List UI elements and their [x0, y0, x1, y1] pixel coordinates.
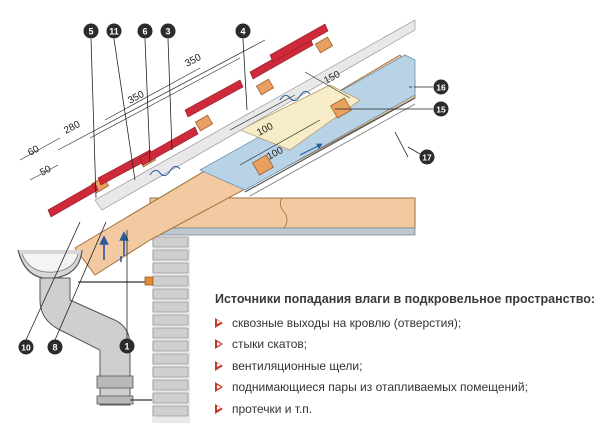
callout-5: 5 — [83, 23, 99, 39]
svg-text:10: 10 — [21, 343, 31, 353]
legend-item-text: вентиляционные щели; — [232, 358, 363, 373]
callout-1: 1 — [119, 338, 135, 354]
triangle-bullet-icon — [215, 403, 223, 414]
leader-lines — [25, 38, 412, 341]
svg-text:8: 8 — [52, 343, 57, 353]
airflow-arrows — [99, 231, 129, 262]
callout-3: 3 — [160, 23, 176, 39]
insulation-layers — [199, 54, 416, 197]
svg-text:4: 4 — [240, 27, 245, 37]
legend-item-text: сквозные выходы на кровлю (отверстия); — [232, 315, 462, 330]
callout-4: 4 — [235, 23, 251, 39]
callout-16: 16 — [414, 79, 449, 95]
legend-title: Источники попадания влаги в подкровельно… — [215, 292, 596, 306]
callouts: 5 11 6 3 4 16 15 17 — [18, 23, 449, 355]
triangle-bullet-icon — [215, 339, 223, 350]
triangle-bullet-icon — [215, 382, 223, 393]
callout-17: 17 — [407, 146, 435, 165]
ventilation-gap — [94, 19, 416, 211]
dim-350-top: 350 — [183, 52, 203, 70]
svg-text:5: 5 — [88, 27, 93, 37]
legend-item: сквозные выходы на кровлю (отверстия); — [215, 312, 595, 334]
legend-item: стыки скатов; — [215, 334, 595, 356]
svg-text:17: 17 — [422, 153, 432, 163]
brick-wall — [152, 236, 190, 423]
callout-8: 8 — [47, 339, 63, 355]
dimension-lines — [19, 39, 351, 181]
dim-280: 280 — [62, 119, 82, 137]
moisture-sources-legend: Источники попадания влаги в подкровельно… — [215, 292, 595, 420]
callout-15: 15 — [393, 101, 449, 117]
legend-list: сквозные выходы на кровлю (отверстия); с… — [215, 312, 595, 420]
dim-350-mid: 350 — [126, 89, 146, 107]
callout-10: 10 — [18, 339, 34, 355]
roof-tiles — [47, 23, 329, 218]
legend-item-text: поднимающиеся пары из отапливаемых помещ… — [232, 380, 528, 395]
svg-text:1: 1 — [124, 342, 129, 352]
gutter-system — [17, 249, 154, 406]
legend-item: поднимающиеся пары из отапливаемых помещ… — [215, 377, 595, 399]
svg-text:15: 15 — [436, 105, 446, 115]
svg-text:11: 11 — [109, 27, 119, 37]
triangle-bullet-icon — [215, 360, 223, 371]
dim-60: 60 — [26, 144, 41, 159]
legend-item: вентиляционные щели; — [215, 355, 595, 377]
svg-text:6: 6 — [142, 27, 147, 37]
callout-11: 11 — [106, 23, 122, 39]
svg-text:3: 3 — [165, 27, 170, 37]
callout-6: 6 — [137, 23, 153, 39]
legend-item-text: протечки и т.п. — [232, 401, 313, 416]
svg-text:16: 16 — [436, 83, 446, 93]
dim-50: 50 — [38, 164, 53, 179]
legend-item: протечки и т.п. — [215, 398, 595, 420]
triangle-bullet-icon — [215, 317, 223, 328]
legend-item-text: стыки скатов; — [232, 337, 308, 352]
